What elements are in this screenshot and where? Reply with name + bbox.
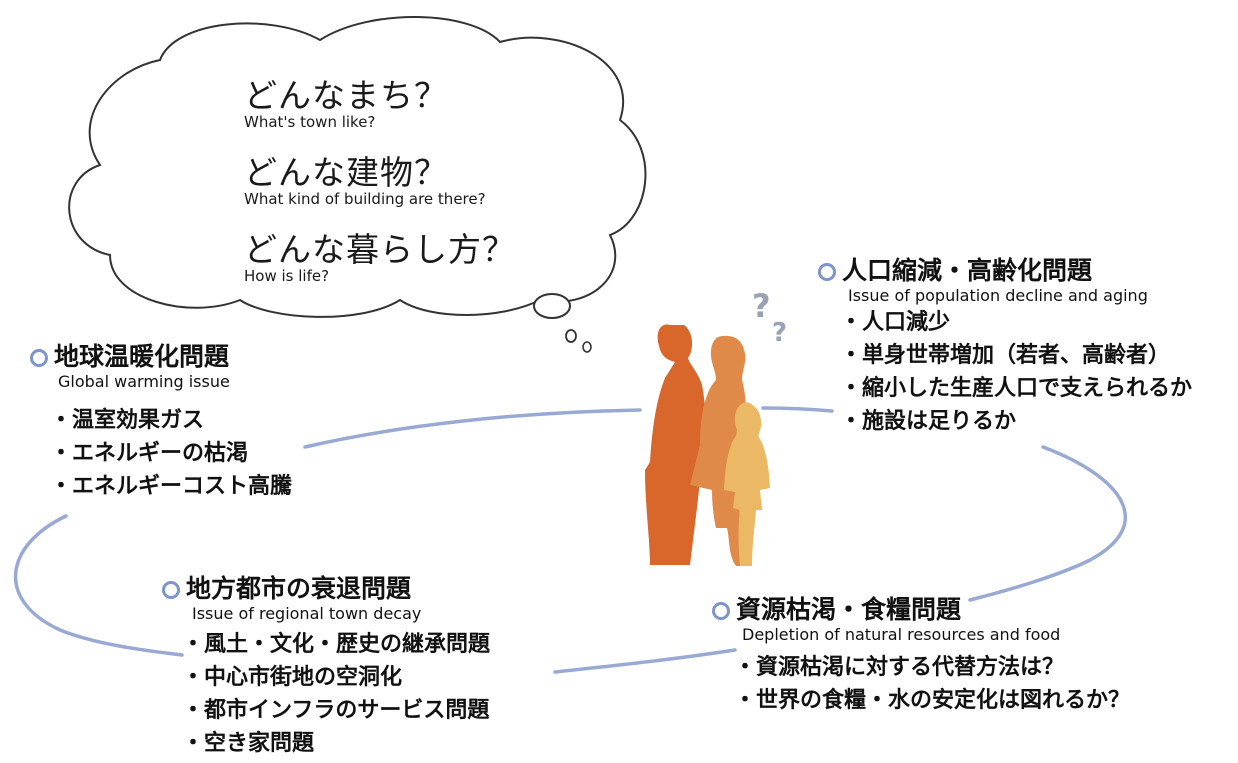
question-en: How is life? [244, 267, 330, 285]
thought-question-3: どんな暮らし方？ How is life? [244, 232, 516, 285]
figure-child [724, 402, 770, 566]
issue-item: エネルギーの枯渇 [50, 437, 292, 470]
figure-woman [690, 335, 746, 566]
issue-title: 資源枯渇・食糧問題 [712, 595, 1130, 625]
question-ja: どんな建物？ [244, 153, 448, 192]
issue-list: 資源枯渇に対する代替方法は？ 世界の食糧・水の安定化は図れるか？ [734, 651, 1130, 717]
ring-segment-left [14, 514, 184, 657]
issue-item: 空き家問題 [182, 727, 490, 760]
ring-segment-bottom [553, 648, 737, 674]
issue-item: エネルギーコスト高騰 [50, 470, 292, 503]
question-en: What's town like? [244, 113, 376, 131]
issue-title: 人口縮減・高齢化問題 [818, 256, 1192, 286]
issue-title-en: Issue of population decline and aging [848, 286, 1148, 305]
issue-resources: 資源枯渇・食糧問題 Depletion of natural resources… [712, 595, 1130, 717]
thought-question-1: どんなまち？ What's town like? [244, 78, 448, 131]
issue-item: 中心市街地の空洞化 [182, 661, 490, 694]
issue-item: 温室効果ガス [50, 404, 292, 437]
question-en: What kind of building are there? [244, 190, 486, 208]
issue-population: 人口縮減・高齢化問題 Issue of population decline a… [818, 256, 1192, 438]
issue-item: 人口減少 [840, 306, 1192, 339]
issue-item: 世界の食糧・水の安定化は図れるか？ [734, 684, 1130, 717]
thought-bubble-dot-small [582, 341, 592, 353]
ring-segment-top-right [761, 406, 834, 413]
issue-title-en: Depletion of natural resources and food [742, 625, 1061, 644]
issue-title-text: 資源枯渇・食糧問題 [736, 595, 962, 624]
question-mark-small: ? [772, 318, 788, 348]
circle-bullet-icon [818, 263, 836, 281]
ring-segment-right [968, 445, 1127, 602]
issue-ring [14, 406, 1127, 674]
circle-bullet-icon [712, 602, 730, 620]
issue-list: 風土・文化・歴史の継承問題 中心市街地の空洞化 都市インフラのサービス問題 空き… [182, 628, 490, 760]
issue-list: 温室効果ガス エネルギーの枯渇 エネルギーコスト高騰 [50, 404, 292, 503]
issue-item: 都市インフラのサービス問題 [182, 694, 490, 727]
thought-bubble-dot-large [533, 293, 571, 319]
circle-bullet-icon [162, 581, 180, 599]
issue-item: 風土・文化・歴史の継承問題 [182, 628, 490, 661]
issue-title-text: 人口縮減・高齢化問題 [842, 256, 1093, 285]
figure-man [645, 324, 706, 565]
issue-title: 地球温暖化問題 [30, 342, 292, 372]
issue-regional-decay: 地方都市の衰退問題 Issue of regional town decay 風… [162, 574, 490, 760]
thought-bubble-dot-medium [565, 329, 577, 343]
issue-title-text: 地球温暖化問題 [54, 342, 230, 371]
question-ja: どんなまち？ [244, 76, 448, 115]
issue-title: 地方都市の衰退問題 [162, 574, 490, 604]
question-ja: どんな暮らし方？ [244, 230, 516, 269]
issue-item: 単身世帯増加（若者、高齢者） [840, 339, 1192, 372]
thought-question-2: どんな建物？ What kind of building are there? [244, 155, 486, 208]
family-silhouette [645, 324, 770, 566]
issue-item: 資源枯渇に対する代替方法は？ [734, 651, 1130, 684]
issue-global-warming: 地球温暖化問題 Global warming issue 温室効果ガス エネルギ… [30, 342, 292, 503]
issue-title-text: 地方都市の衰退問題 [186, 574, 412, 603]
issue-title-en: Issue of regional town decay [192, 604, 422, 623]
issue-item: 施設は足りるか [840, 405, 1192, 438]
issue-title-en: Global warming issue [58, 372, 230, 391]
issue-item: 縮小した生産人口で支えられるか [840, 372, 1192, 405]
ring-segment-top [303, 408, 642, 449]
question-mark-large: ? [752, 287, 771, 325]
circle-bullet-icon [30, 349, 48, 367]
issue-list: 人口減少 単身世帯増加（若者、高齢者） 縮小した生産人口で支えられるか 施設は足… [840, 306, 1192, 438]
